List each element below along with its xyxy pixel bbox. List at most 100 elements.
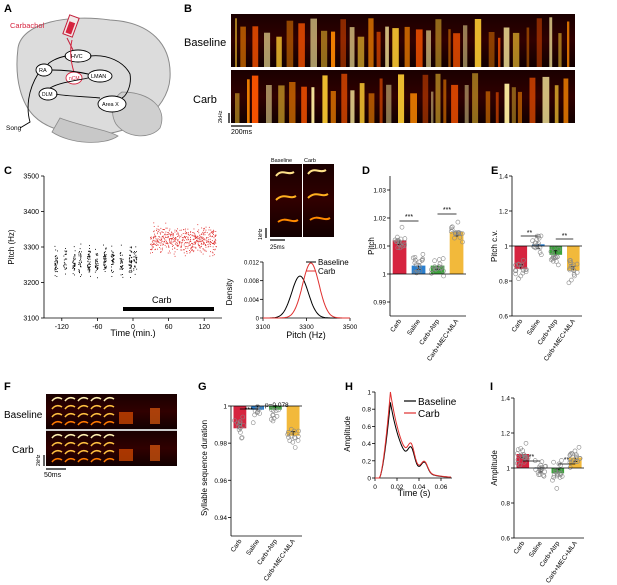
c-scatter-point [195,236,197,238]
c-scatter-point [88,250,89,252]
c-scatter-point [104,254,105,255]
c-scatter-point [185,228,186,230]
c-scatter-point [178,235,180,237]
c-scatter-point [200,234,202,235]
c-scatter-point [202,238,204,240]
c-scatter-point [89,266,91,267]
c-scatter-point [199,239,201,240]
c-scatter-point [129,257,130,259]
c-scatter-point [160,242,162,244]
c-scatter-point [188,234,189,236]
c-scatter-point [150,238,152,239]
c-scatter-point [56,261,58,263]
c-scatter-point [190,231,192,233]
c-scatter-point [201,236,202,238]
c-scatter-point [190,236,191,238]
c-scatter-point [210,232,212,234]
c-scatter-point [136,257,138,259]
c-scatter-point [194,243,196,245]
c-scatter-point [78,263,80,265]
c-scatter-point [78,262,80,263]
data-point [420,252,426,257]
data-point [237,422,242,427]
c-scatter-point [194,235,196,237]
c-scatter-point [169,228,171,230]
spectrogram-syllable [340,19,346,67]
c-scatter-point [181,234,183,236]
h-ytick-label: 0.4 [362,441,371,448]
c-scatter-point [182,237,184,239]
bar-carb [233,406,247,429]
carb-period-bar [123,307,214,311]
c-scatter-point [196,239,197,241]
density-legend-carb: Carb [318,267,336,276]
data-point [512,268,518,273]
c-scatter-point [87,256,89,258]
spectrogram-syllable [435,73,441,123]
panel-letter-d: D [362,165,370,177]
c-scatter-point [57,250,58,252]
bar-category-label: Carb [513,540,527,556]
c-scatter-point [198,241,200,243]
amp-line-carb [375,391,451,479]
g-pvalue: p=0.078 [265,402,289,409]
data-point [572,448,578,454]
data-point [551,459,556,465]
c-scatter-point [187,228,189,230]
syllable-harmonic [64,433,76,439]
c-scatter-point [97,254,99,256]
c-scatter-point [134,256,136,258]
c-scatter-point [186,242,188,244]
c-scatter-point [154,249,156,251]
c-scatter-point [65,253,67,255]
spectrogram-syllable [526,27,530,67]
c-scatter-point [74,258,76,260]
data-point [460,239,465,245]
bar-ytick-label: 1.02 [373,216,386,223]
c-scatter-point [190,251,191,253]
density-ytick-label: 0 [256,317,260,323]
pathway-lman-ra [51,69,89,75]
c-scatter-point [74,259,76,261]
c-scatter-point [180,247,182,248]
c-scatter-point [131,262,132,264]
data-point [250,420,256,426]
spectrogram-f-harmonics [51,396,160,463]
c-scatter-point [89,250,90,252]
data-point [554,486,560,491]
spectrogram-syllable [422,74,429,123]
h-legend-carb: Carb [418,409,440,420]
c-scatter-point [211,231,213,233]
c-scatter-point [95,264,97,266]
data-point [271,415,277,421]
c-scatter-point [103,261,105,263]
c-scatter-point [130,268,132,269]
c-scatter-point [113,271,114,273]
c-scatter-point [96,267,98,269]
c-scatter-point [64,254,66,255]
c-scatter-point [104,252,105,253]
spectrogram-f-label-baseline: Baseline [4,410,43,421]
c-scatter-point [56,271,58,273]
data-point [441,273,446,279]
data-point [295,438,301,443]
data-point [555,472,561,477]
c-scatter-point [177,239,179,241]
c-scatter-point [111,266,112,268]
data-point [558,470,564,476]
c-scatter-point [196,236,197,238]
c-scatter-point [157,239,159,241]
c-scatter-point [168,236,169,238]
data-point [433,267,439,272]
c-scatter-point [96,265,98,267]
c-scatter-point [160,227,162,229]
c-scatter-point [191,245,193,247]
panel-letter-b: B [184,3,192,15]
c-scatter-point [204,234,206,236]
data-point [519,262,524,268]
lman-region [87,69,113,83]
spectrogram-syllable [349,27,355,68]
c-scatter-point [165,241,167,242]
